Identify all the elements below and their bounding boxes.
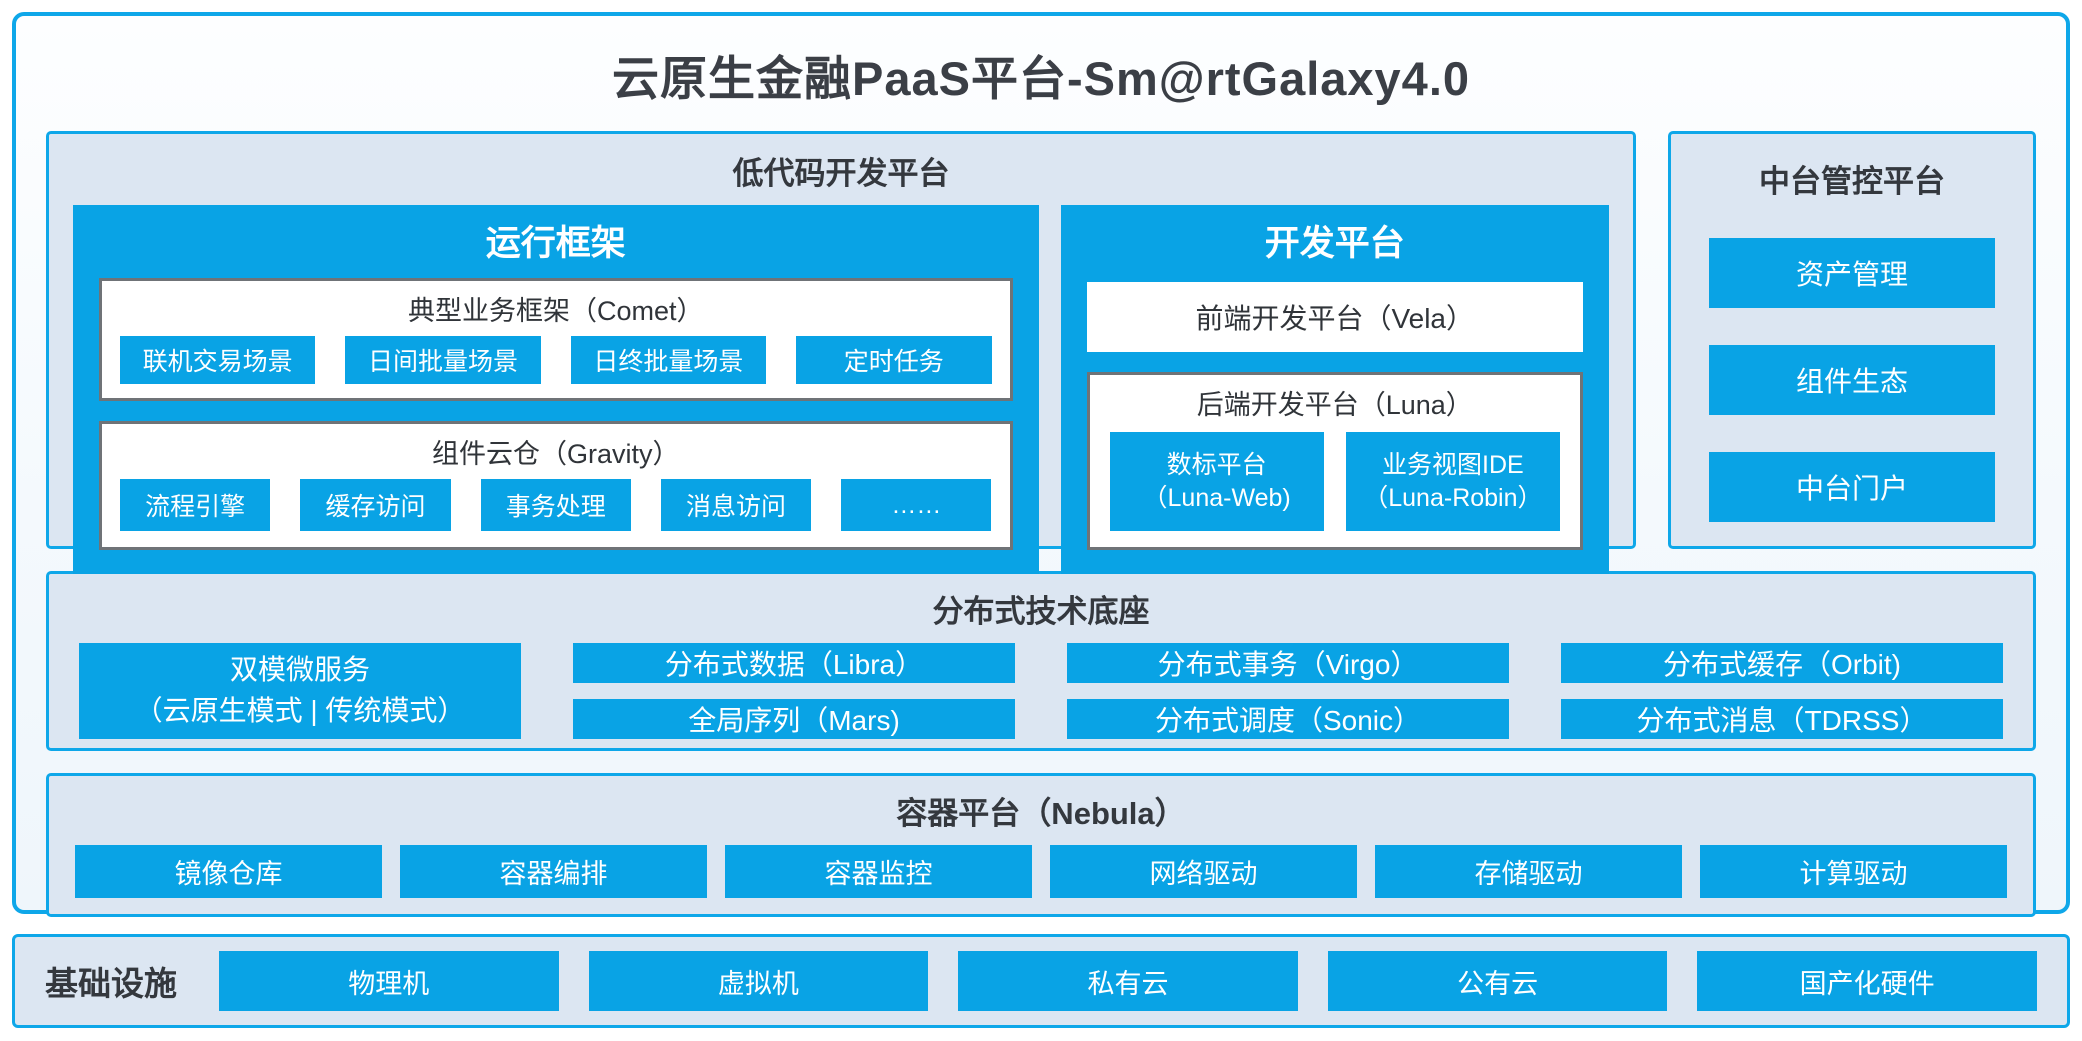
main-frame: 云原生金融PaaS平台-Sm@rtGalaxy4.0 低代码开发平台 运行框架 … (12, 12, 2070, 917)
luna-web-line2: （Luna-Web) (1142, 483, 1291, 512)
luna-web-line1: 数标平台 (1166, 451, 1267, 479)
block-online-trading: 联机交易场景 (120, 336, 316, 384)
block-dual-mode-microservice: 双模微服务 （云原生模式 | 传统模式） (79, 643, 521, 739)
panel-container-platform: 容器平台（Nebula） 镜像仓库 容器编排 容器监控 网络驱动 存储驱动 计算… (46, 773, 2036, 917)
block-midplatform-portal: 中台门户 (1709, 452, 1995, 522)
block-asset-management: 资产管理 (1709, 238, 1995, 308)
block-storage-driver: 存储驱动 (1375, 845, 1682, 898)
block-transaction-processing: 事务处理 (480, 479, 631, 531)
luna-robin-line1: 业务视图IDE (1382, 451, 1524, 479)
dual-mode-line1: 双模微服务 (229, 654, 370, 686)
distributed-grid: 双模微服务 （云原生模式 | 传统模式） 分布式数据（Libra） 分布式事务（… (79, 643, 2003, 739)
block-cache-access: 缓存访问 (300, 479, 451, 531)
container-platform-row: 镜像仓库 容器编排 容器监控 网络驱动 存储驱动 计算驱动 (75, 845, 2007, 898)
block-image-registry: 镜像仓库 (75, 845, 382, 898)
block-luna-web: 数标平台 （Luna-Web) (1109, 432, 1324, 531)
block-mars-global-sequence: 全局序列（Mars) (573, 699, 1015, 739)
comet-title: 典型业务框架（Comet） (407, 296, 704, 326)
block-scheduled-task: 定时任务 (796, 336, 992, 384)
block-intraday-batch: 日间批量场景 (345, 336, 541, 384)
lowcode-platform-title: 低代码开发平台 (732, 156, 950, 191)
block-luna-robin: 业务视图IDE （Luna-Robin） (1345, 432, 1561, 531)
block-domestic-hardware: 国产化硬件 (1697, 951, 2037, 1011)
block-eod-batch: 日终批量场景 (570, 336, 767, 384)
comet-items-row: 联机交易场景 日间批量场景 日终批量场景 定时任务 (120, 336, 992, 384)
block-physical-machine: 物理机 (219, 951, 559, 1011)
block-more-ellipsis: …… (841, 479, 992, 531)
gravity-title: 组件云仓（Gravity） (432, 439, 680, 469)
box-dev-platform: 开发平台 前端开发平台（Vela） 后端开发平台（Luna） 数标平台 （Lun… (1060, 205, 1609, 574)
dual-mode-line2: （云原生模式 | 传统模式） (134, 695, 466, 726)
panel-midplatform-control: 中台管控平台 资产管理 组件生态 中台门户 (1668, 131, 2036, 549)
box-runtime-framework: 运行框架 典型业务框架（Comet） 联机交易场景 日间批量场景 日终批量场景 … (73, 205, 1039, 574)
luna-items-row: 数标平台 （Luna-Web) 业务视图IDE （Luna-Robin） (1109, 430, 1561, 531)
block-container-orchestration: 容器编排 (400, 845, 707, 898)
panel-distributed-base: 分布式技术底座 双模微服务 （云原生模式 | 传统模式） 分布式数据（Libra… (46, 571, 2036, 751)
top-row: 低代码开发平台 运行框架 典型业务框架（Comet） 联机交易场景 日间批量场景… (46, 131, 2036, 574)
midplatform-title: 中台管控平台 (1759, 164, 1945, 199)
group-comet: 典型业务框架（Comet） 联机交易场景 日间批量场景 日终批量场景 定时任务 (99, 278, 1013, 401)
block-orbit-distributed-cache: 分布式缓存（Orbit) (1561, 643, 2003, 683)
block-private-cloud: 私有云 (958, 951, 1298, 1011)
block-libra-distributed-data: 分布式数据（Libra） (573, 643, 1015, 683)
block-component-ecosystem: 组件生态 (1709, 345, 1995, 415)
luna-title: 后端开发平台（Luna） (1196, 390, 1473, 420)
block-network-driver: 网络驱动 (1050, 845, 1357, 898)
panel-lowcode-platform: 低代码开发平台 运行框架 典型业务框架（Comet） 联机交易场景 日间批量场景… (46, 131, 1636, 574)
group-luna: 后端开发平台（Luna） 数标平台 （Luna-Web) 业务视图IDE （Lu… (1086, 372, 1583, 550)
luna-robin-line2: （Luna-Robin） (1363, 483, 1543, 512)
block-compute-driver: 计算驱动 (1700, 845, 2007, 898)
container-platform-title: 容器平台（Nebula） (896, 796, 1186, 831)
block-container-monitoring: 容器监控 (725, 845, 1032, 898)
lowcode-body: 运行框架 典型业务框架（Comet） 联机交易场景 日间批量场景 日终批量场景 … (73, 205, 1609, 574)
block-message-access: 消息访问 (660, 479, 812, 531)
infrastructure-title: 基础设施 (45, 965, 177, 1002)
runtime-framework-title: 运行框架 (485, 224, 626, 263)
block-tdrss-distributed-messaging: 分布式消息（TDRSS） (1561, 699, 2003, 739)
distributed-base-title: 分布式技术底座 (932, 594, 1150, 629)
panel-infrastructure: 基础设施 物理机 虚拟机 私有云 公有云 国产化硬件 (12, 934, 2070, 1028)
group-gravity: 组件云仓（Gravity） 流程引擎 缓存访问 事务处理 消息访问 …… (99, 421, 1013, 550)
gravity-items-row: 流程引擎 缓存访问 事务处理 消息访问 …… (120, 479, 992, 531)
block-vela-frontend: 前端开发平台（Vela） (1086, 282, 1583, 352)
block-virtual-machine: 虚拟机 (588, 951, 929, 1011)
block-process-engine: 流程引擎 (120, 479, 271, 531)
dev-platform-title: 开发平台 (1264, 224, 1405, 263)
block-public-cloud: 公有云 (1327, 951, 1668, 1011)
page-title: 云原生金融PaaS平台-Sm@rtGalaxy4.0 (611, 52, 1471, 105)
block-virgo-distributed-transaction: 分布式事务（Virgo） (1067, 643, 1509, 683)
block-sonic-distributed-scheduling: 分布式调度（Sonic） (1067, 699, 1509, 739)
